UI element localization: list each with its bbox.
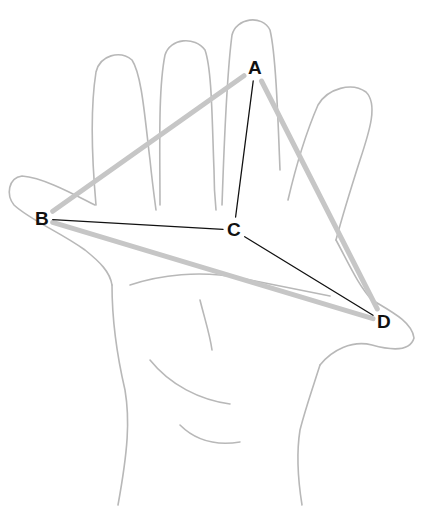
point-label: D xyxy=(375,311,393,333)
segment-line xyxy=(236,81,254,217)
vertex-letter: C xyxy=(227,220,241,240)
point-label: C xyxy=(225,219,243,241)
segment-line xyxy=(262,81,378,309)
segment-line xyxy=(53,76,244,212)
point-label: A xyxy=(246,57,264,79)
point-label: B xyxy=(33,208,51,230)
segment-line xyxy=(245,237,373,316)
vertex-letter: A xyxy=(248,58,262,78)
segment-line xyxy=(53,220,223,230)
segment-line xyxy=(53,222,373,318)
vertex-letter: D xyxy=(377,312,391,332)
vertex-letter: B xyxy=(35,209,49,229)
